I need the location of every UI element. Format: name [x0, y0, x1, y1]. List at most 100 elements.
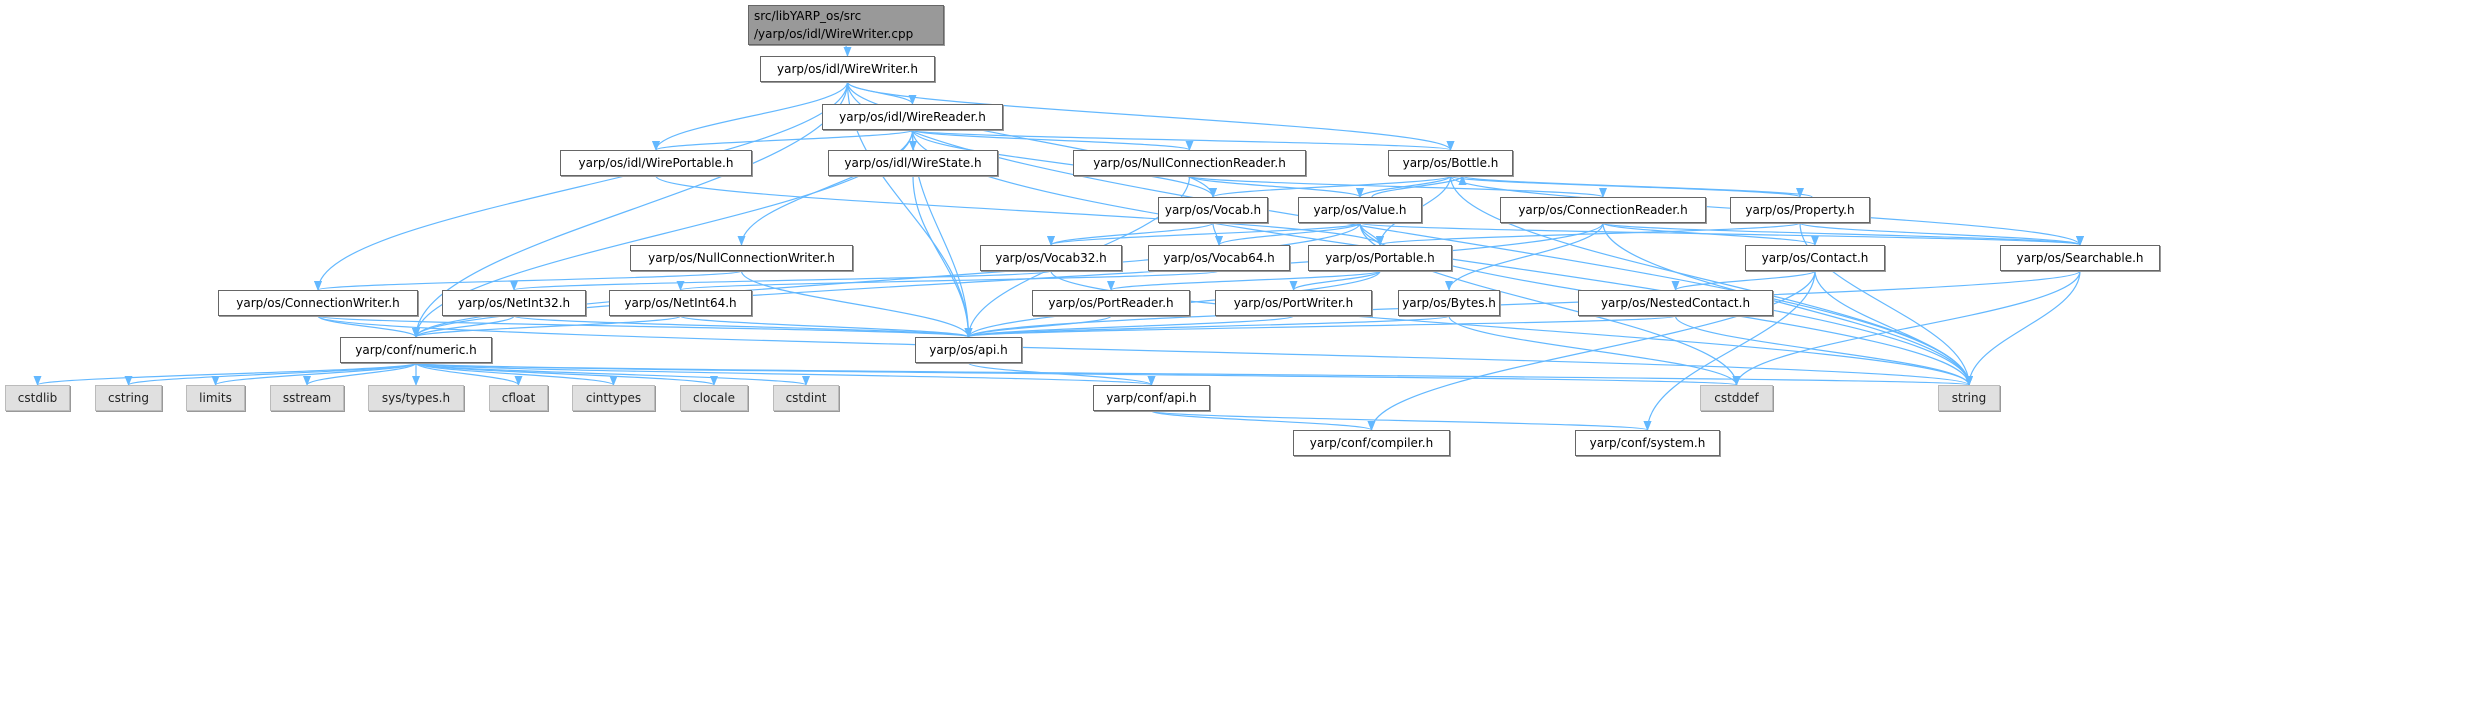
edge-nullconnectionreader-to-connectionreader [1188, 175, 1607, 198]
graph-node-contact[interactable]: yarp/os/Contact.h [1745, 245, 1885, 271]
edge-connectionreader-to-bytes [1445, 222, 1604, 291]
edge-portable-to-portreader [1107, 270, 1381, 291]
graph-node-connectionwriter[interactable]: yarp/os/ConnectionWriter.h [218, 290, 418, 316]
graph-node-cstring: cstring [95, 385, 162, 411]
edge-vocab-to-vocab32 [1047, 222, 1214, 246]
edge-numeric-to-cstring [124, 362, 417, 386]
edge-numeric-to-cfloat [415, 362, 523, 386]
edge-numeric-to-cinttypes [415, 362, 618, 386]
edge-value-to-vocab32 [1047, 222, 1361, 246]
graph-node-value[interactable]: yarp/os/Value.h [1298, 197, 1422, 223]
edge-wirewriter-to-bottle [846, 81, 1455, 151]
graph-node-netint32[interactable]: yarp/os/NetInt32.h [442, 290, 586, 316]
edge-contact-to-string [1814, 270, 1973, 386]
edge-confapi-to-system [1150, 410, 1651, 431]
edge-nestedcontact-to-osapi [965, 315, 1677, 338]
graph-node-netint64[interactable]: yarp/os/NetInt64.h [609, 290, 752, 316]
graph-node-portwriter[interactable]: yarp/os/PortWriter.h [1215, 290, 1372, 316]
graph-node-root: src/libYARP_os/src /yarp/os/idl/WireWrit… [748, 5, 944, 45]
edge-nullconnectionwriter-to-connectionwriter [314, 270, 743, 291]
graph-node-confapi[interactable]: yarp/conf/api.h [1093, 385, 1210, 411]
graph-node-portreader[interactable]: yarp/os/PortReader.h [1032, 290, 1190, 316]
graph-node-vocab32[interactable]: yarp/os/Vocab32.h [980, 245, 1122, 271]
graph-node-numeric[interactable]: yarp/conf/numeric.h [340, 337, 492, 363]
graph-node-connectionreader[interactable]: yarp/os/ConnectionReader.h [1500, 197, 1706, 223]
graph-node-sstream: sstream [270, 385, 344, 411]
edge-portreader-to-osapi [964, 315, 1112, 338]
edge-bottle-to-vocab [1209, 175, 1452, 198]
edge-wirewriter-to-connectionwriter [314, 81, 849, 291]
edge-confapi-to-compiler [1150, 410, 1376, 431]
graph-node-property[interactable]: yarp/os/Property.h [1730, 197, 1870, 223]
edge-wirereader-to-nullconnectionwriter [737, 129, 914, 246]
graph-node-osapi[interactable]: yarp/os/api.h [915, 337, 1022, 363]
edge-wirestate-to-osapi [912, 175, 973, 338]
graph-node-compiler[interactable]: yarp/conf/compiler.h [1293, 430, 1450, 456]
graph-node-wireportable[interactable]: yarp/os/idl/WirePortable.h [560, 150, 752, 176]
graph-node-string: string [1938, 385, 2000, 411]
edge-nullconnectionwriter-to-osapi [740, 270, 973, 338]
graph-node-nullconnectionwriter[interactable]: yarp/os/NullConnectionWriter.h [630, 245, 853, 271]
edge-numeric-to-cstdint [415, 362, 810, 386]
edge-portable-to-portwriter [1289, 270, 1381, 291]
edge-connectionreader-to-string [1602, 222, 1973, 386]
graph-node-wirestate[interactable]: yarp/os/idl/WireState.h [828, 150, 998, 176]
edge-root-to-wirewriter [843, 44, 852, 57]
graph-node-vocab64[interactable]: yarp/os/Vocab64.h [1148, 245, 1290, 271]
edge-value-to-vocab64 [1215, 222, 1361, 246]
edge-nestedcontact-to-string [1674, 315, 1973, 386]
graph-node-nestedcontact[interactable]: yarp/os/NestedContact.h [1578, 290, 1773, 316]
edge-wirewriter-to-string [846, 81, 1973, 386]
edge-vocab32-to-netint32 [510, 270, 1052, 291]
edge-property-to-portable [1376, 222, 1801, 246]
edge-contact-to-system [1643, 270, 1816, 431]
graph-node-bytes[interactable]: yarp/os/Bytes.h [1398, 290, 1500, 316]
graph-node-wirewriter[interactable]: yarp/os/idl/WireWriter.h [760, 56, 935, 82]
edge-wirereader-to-wireportable [652, 129, 914, 151]
graph-node-nullconnectionreader[interactable]: yarp/os/NullConnectionReader.h [1073, 150, 1306, 176]
edge-osapi-to-confapi [967, 362, 1156, 386]
edge-bytes-to-cstddef [1448, 315, 1741, 386]
graph-node-searchable[interactable]: yarp/os/Searchable.h [2000, 245, 2160, 271]
graph-node-clocale: clocale [680, 385, 748, 411]
edge-numeric-to-sstream [303, 362, 417, 386]
edge-wirereader-to-vocab [911, 129, 1217, 198]
edge-netint64-to-numeric [412, 315, 682, 338]
edge-vocab32-to-string [1050, 270, 1973, 386]
edge-netint64-to-osapi [679, 315, 973, 338]
edge-vocab-to-vocab64 [1212, 222, 1223, 246]
graph-node-systypes: sys/types.h [368, 385, 464, 411]
graph-node-vocab[interactable]: yarp/os/Vocab.h [1158, 197, 1268, 223]
edge-connectionreader-to-numeric [412, 222, 1604, 338]
edge-connectionreader-to-contact [1602, 222, 1819, 246]
edge-property-to-bottle [1458, 175, 1813, 198]
graph-node-wirereader[interactable]: yarp/os/idl/WireReader.h [822, 104, 1003, 130]
edge-numeric-to-confapi [415, 362, 1155, 386]
graph-node-cstdlib: cstdlib [5, 385, 70, 411]
edge-searchable-to-osapi [964, 270, 2081, 338]
edge-numeric-to-string [415, 362, 1972, 386]
edge-property-to-searchable [1799, 222, 2084, 246]
edge-wirereader-to-nullconnectionreader [911, 129, 1194, 151]
edge-wirewriter-to-wireportable [652, 81, 849, 151]
graph-node-cstddef: cstddef [1700, 385, 1773, 411]
edge-value-to-searchable [1359, 222, 2084, 246]
graph-node-bottle[interactable]: yarp/os/Bottle.h [1388, 150, 1513, 176]
edge-searchable-to-string [1965, 270, 2081, 386]
graph-node-portable[interactable]: yarp/os/Portable.h [1308, 245, 1452, 271]
graph-node-system[interactable]: yarp/conf/system.h [1575, 430, 1720, 456]
graph-node-limits: limits [186, 385, 245, 411]
edge-bytes-to-osapi [965, 315, 1450, 338]
edge-connectionwriter-to-string [317, 315, 1973, 386]
graph-node-cfloat: cfloat [489, 385, 548, 411]
graph-node-cstdint: cstdint [773, 385, 839, 411]
edge-value-to-numeric [412, 222, 1361, 338]
edge-contact-to-nestedcontact [1671, 270, 1816, 291]
edge-netint32-to-osapi [513, 315, 973, 338]
graph-node-cinttypes: cinttypes [572, 385, 655, 411]
edge-wirereader-to-bottle [911, 129, 1454, 151]
edge-nullconnectionreader-to-value [1188, 175, 1364, 198]
edge-portwriter-to-osapi [964, 315, 1295, 338]
edge-vocab64-to-netint64 [677, 270, 1220, 291]
